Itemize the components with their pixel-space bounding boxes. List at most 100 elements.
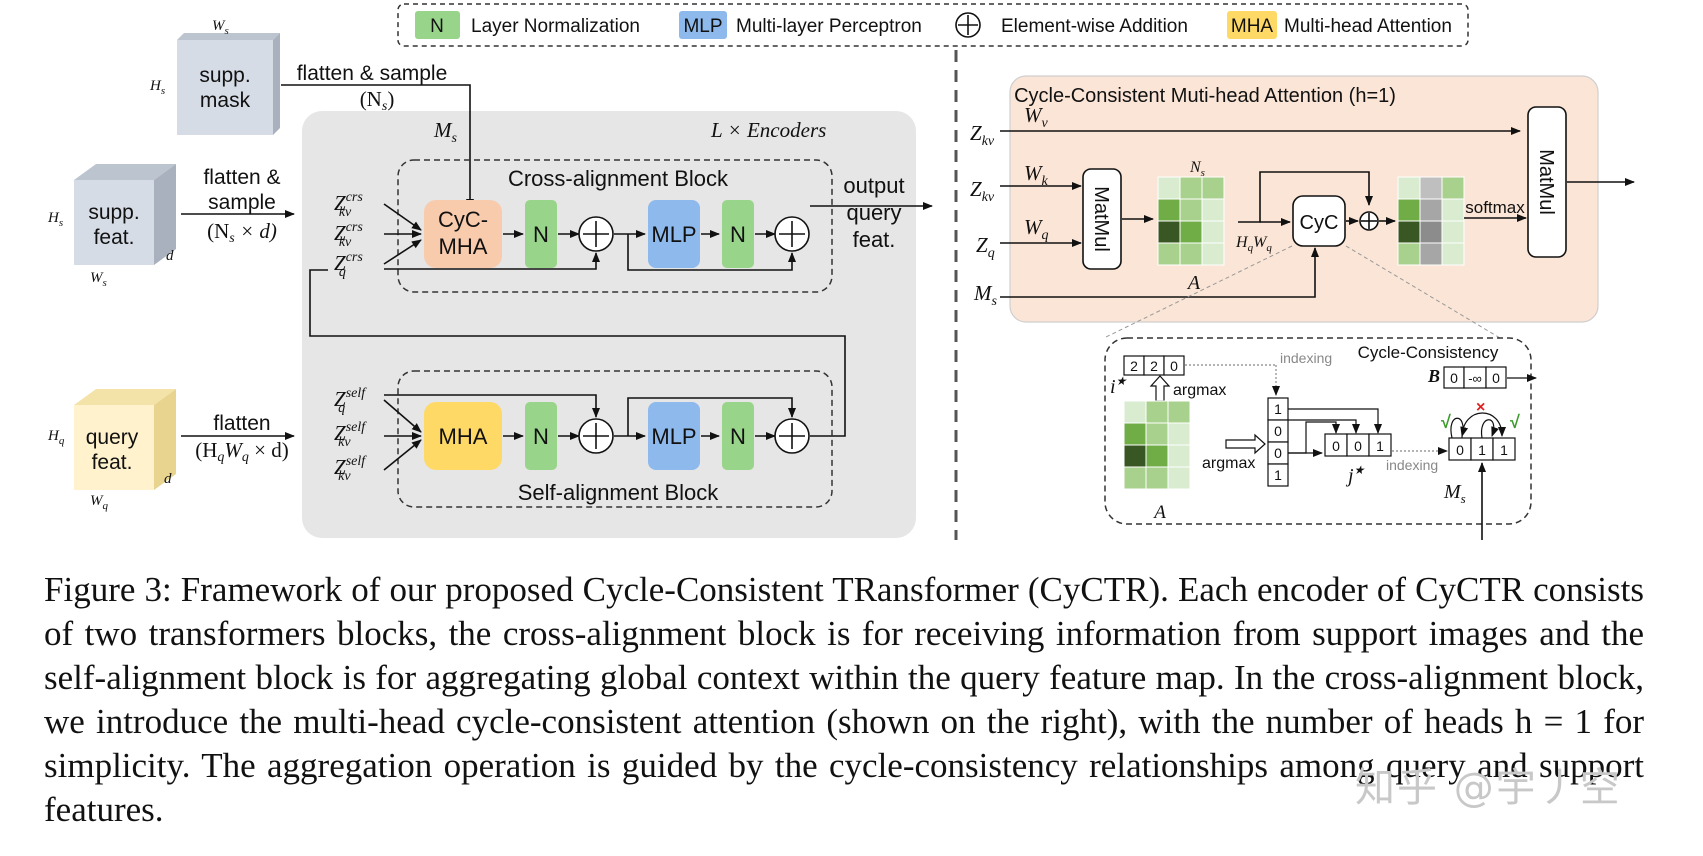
query-depth-label: d — [164, 471, 172, 487]
b-vector: 0 -∞ 0 — [1443, 366, 1507, 389]
supp-depth-label: d — [166, 248, 174, 264]
check-icon-1: √ — [1441, 412, 1451, 432]
support-feature-label-2: feat. — [94, 226, 135, 249]
matrix-cell — [1145, 466, 1169, 490]
matrix-cell — [1123, 400, 1147, 424]
masked-attention-matrix — [1397, 176, 1465, 266]
self-norm-1-label: N — [533, 424, 549, 449]
cyc-mha-label-1: CyC- — [438, 207, 488, 232]
argmax-value-2: 0 — [1274, 445, 1282, 461]
cross-icon: × — [1476, 399, 1485, 416]
support-mask-input: supp. mask Ws Hs — [149, 18, 280, 135]
matrix-cell — [1123, 444, 1147, 468]
support-feature-input: supp. feat. Hs Ws d — [47, 164, 176, 289]
legend-mha-label: Multi-head Attention — [1284, 16, 1452, 37]
matrix-cell — [1201, 242, 1225, 266]
matmul-1 — [1082, 168, 1122, 270]
w-q-label: Wq — [1024, 215, 1049, 243]
matrix-cell — [1397, 176, 1421, 200]
argmax-label-top: argmax — [1173, 382, 1226, 399]
cross-alignment-block — [397, 159, 833, 293]
supp-height-label: Hs — [47, 210, 63, 229]
supp-op-label-1: flatten & — [203, 166, 280, 189]
argmax-value-1: 0 — [1274, 423, 1282, 439]
w-v-label: Wv — [1024, 103, 1049, 131]
ms-value-1: 1 — [1478, 442, 1486, 458]
matrix-cell — [1179, 242, 1203, 266]
j-star-value-1: 0 — [1354, 438, 1362, 454]
mha-block-label: MHA — [439, 424, 488, 449]
support-mask-label-2: mask — [200, 89, 251, 112]
legend-mha-swatch — [1227, 11, 1277, 39]
b-vector-label: B — [1427, 366, 1440, 386]
matrix-cell — [1145, 422, 1169, 446]
output-label-3: feat. — [853, 227, 896, 252]
matrix-cell — [1167, 444, 1191, 468]
cycle-consistency-panel — [1104, 337, 1532, 525]
legend-norm-swatch — [415, 11, 460, 39]
w-k-label: Wk — [1024, 161, 1049, 189]
matmul-2 — [1527, 106, 1567, 258]
matrix-cell — [1157, 198, 1181, 222]
matrix-cell — [1419, 198, 1443, 222]
self-add-1 — [578, 418, 614, 454]
watermark: 知乎 @宇丿空 — [1355, 765, 1622, 811]
mask-op-label: flatten & sample — [297, 62, 448, 85]
i-star-value-2: 0 — [1170, 358, 1178, 374]
mask-height-label: Hs — [149, 78, 165, 97]
matrix-cell — [1157, 242, 1181, 266]
self-norm-1 — [525, 402, 557, 470]
matmul-2-label: MatMul — [1535, 149, 1557, 215]
i-star-value-1: 2 — [1150, 358, 1158, 374]
j-star-value-2: 1 — [1376, 438, 1384, 454]
supp-width-label: Ws — [90, 270, 107, 289]
query-feature-label-2: feat. — [92, 451, 133, 474]
ms-value-2: 1 — [1500, 442, 1508, 458]
cross-alignment-title: Cross-alignment Block — [508, 166, 729, 191]
cross-mlp — [648, 200, 700, 268]
matmul-1-label: MatMul — [1090, 186, 1112, 252]
argmax-value-3: 1 — [1274, 467, 1282, 483]
legend-mlp-label: Multi-layer Perceptron — [736, 16, 922, 37]
attn-z-q: Zq — [976, 233, 995, 261]
query-height-label: Hq — [47, 428, 65, 447]
legend-mha-key: MHA — [1231, 16, 1274, 37]
matrix-cell — [1419, 242, 1443, 266]
attention-add — [1359, 211, 1379, 231]
legend-mlp-swatch — [679, 11, 727, 39]
matrix-cell — [1179, 220, 1203, 244]
argmax-column: 1 0 0 1 — [1267, 397, 1289, 487]
matrix-cell — [1441, 220, 1465, 244]
matrix-cell — [1167, 400, 1191, 424]
mha-block — [424, 402, 502, 470]
framework-figure: N Layer Normalization MLP Multi-layer Pe… — [47, 3, 1635, 540]
matrix-cell — [1397, 198, 1421, 222]
matrix-cell — [1201, 198, 1225, 222]
j-star-label: j★ — [1345, 463, 1366, 487]
ms-vector: 0 1 1 — [1448, 437, 1516, 461]
self-add-2 — [774, 418, 810, 454]
self-mlp-label: MLP — [651, 424, 696, 449]
matrix-cell — [1157, 220, 1181, 244]
j-star-vector: 0 0 1 — [1324, 433, 1392, 457]
cross-norm-2-label: N — [730, 222, 746, 247]
self-alignment-title: Self-alignment Block — [518, 480, 720, 505]
matrix-cell — [1123, 466, 1147, 490]
matrix-cell — [1123, 422, 1147, 446]
mask-width-label: Ws — [212, 18, 229, 37]
matrix-cell — [1397, 242, 1421, 266]
matrix-cell — [1167, 466, 1191, 490]
cross-norm-1-label: N — [533, 222, 549, 247]
matrix-cell — [1201, 220, 1225, 244]
self-norm-2-label: N — [730, 424, 746, 449]
supp-op-size: (Ns × d) — [207, 219, 277, 246]
legend-norm-label: Layer Normalization — [471, 16, 640, 37]
argmax-value-0: 1 — [1274, 401, 1282, 417]
cyc-mha-label-2: MHA — [439, 234, 488, 259]
mask-op-size: (Ns) — [360, 87, 395, 114]
query-feature-label-1: query — [86, 426, 139, 449]
legend: N Layer Normalization MLP Multi-layer Pe… — [397, 3, 1469, 47]
cyc-mha-block — [424, 200, 502, 268]
